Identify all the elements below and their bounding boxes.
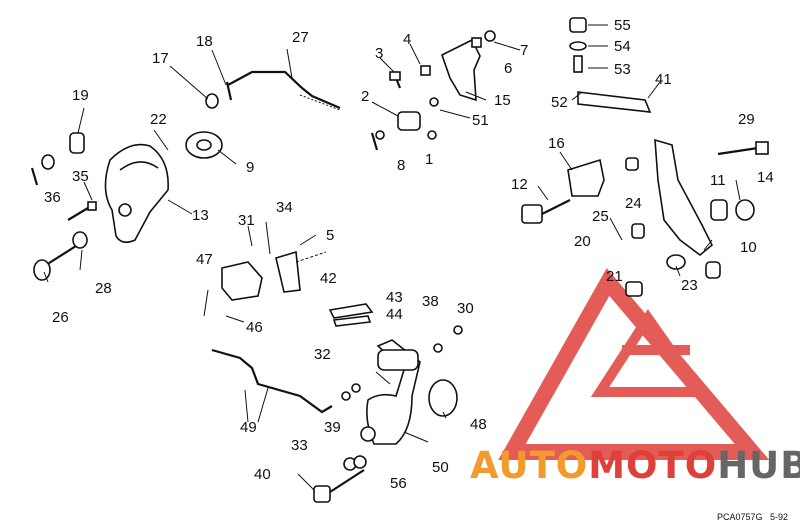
callout: 50 xyxy=(432,459,449,476)
callout: 42 xyxy=(320,270,337,287)
logo-outer-triangle xyxy=(498,268,770,460)
bracket-15 xyxy=(441,38,481,102)
callout: 21 xyxy=(606,268,623,285)
callout: 26 xyxy=(52,309,69,326)
lever-13 xyxy=(104,143,169,244)
callout: 53 xyxy=(614,61,631,78)
callout: 47 xyxy=(196,251,213,268)
callout: 46 xyxy=(246,319,263,336)
watermark-auto: AUTO xyxy=(470,444,588,487)
callout: 15 xyxy=(494,92,511,109)
callout: 52 xyxy=(551,94,568,111)
callout: 2 xyxy=(361,88,369,105)
callout: 29 xyxy=(738,111,755,128)
callout: 20 xyxy=(574,233,591,250)
washer-48 xyxy=(428,379,458,417)
callout: 55 xyxy=(614,17,631,34)
callout: 56 xyxy=(390,475,407,492)
callout: 28 xyxy=(95,280,112,297)
callout: 11 xyxy=(710,172,726,189)
callout: 13 xyxy=(192,207,209,224)
callout: 22 xyxy=(150,111,167,128)
callout: 7 xyxy=(520,42,528,59)
block-47 xyxy=(221,261,263,301)
callout: 35 xyxy=(72,168,89,185)
callout: 31 xyxy=(238,212,255,229)
callout: 51 xyxy=(472,112,489,129)
callout: 16 xyxy=(548,135,565,152)
callout: 30 xyxy=(457,300,474,317)
callout: 9 xyxy=(246,159,254,176)
linkage-rod-49 xyxy=(211,348,333,414)
callout: 43 xyxy=(386,289,403,306)
callout: 34 xyxy=(276,199,293,216)
watermark-text: AUTOMOTOHUB xyxy=(470,444,800,487)
callout: 18 xyxy=(196,33,213,50)
callout: 3 xyxy=(375,45,383,62)
callout: 1 xyxy=(425,151,433,168)
callout: 38 xyxy=(422,293,439,310)
parts-drawing xyxy=(30,17,769,503)
bellcrank-10 xyxy=(654,138,713,257)
callout: 25 xyxy=(592,208,609,225)
callout: 33 xyxy=(291,437,308,454)
callout: 44 xyxy=(386,306,403,323)
callout: 27 xyxy=(292,29,309,46)
watermark-hub: HUB xyxy=(717,444,800,487)
drawing-code: PCA0757G xyxy=(717,512,763,522)
callout: 8 xyxy=(397,157,405,174)
callout: 32 xyxy=(314,346,331,363)
link-41 xyxy=(577,91,652,113)
callout: 4 xyxy=(403,31,411,48)
drawing-date: 5-92 xyxy=(770,512,788,522)
callout: 48 xyxy=(470,416,487,433)
callout: 54 xyxy=(614,38,631,55)
link-2 xyxy=(397,111,421,131)
callout: 39 xyxy=(324,419,341,436)
callout: 14 xyxy=(757,169,774,186)
watermark-logo xyxy=(498,268,770,460)
callout: 41 xyxy=(655,71,672,88)
callout: 23 xyxy=(681,277,698,294)
bushing-19 xyxy=(69,132,85,154)
callout: 6 xyxy=(504,60,512,77)
callout: 17 xyxy=(152,50,169,67)
block-16 xyxy=(567,158,605,197)
callout: 36 xyxy=(44,189,61,206)
callout: 10 xyxy=(740,239,757,256)
callout: 19 xyxy=(72,87,89,104)
watermark-moto: MOTO xyxy=(588,444,717,487)
callout: 12 xyxy=(511,176,528,193)
callout: 49 xyxy=(240,419,257,436)
callout: 5 xyxy=(326,227,334,244)
leader-lines xyxy=(43,24,741,491)
callout: 24 xyxy=(625,195,642,212)
callout-labels: 1 2 3 4 5 6 7 8 9 10 11 12 13 14 15 16 1… xyxy=(44,17,774,492)
throttle-rod xyxy=(227,70,341,110)
callout: 40 xyxy=(254,466,271,483)
